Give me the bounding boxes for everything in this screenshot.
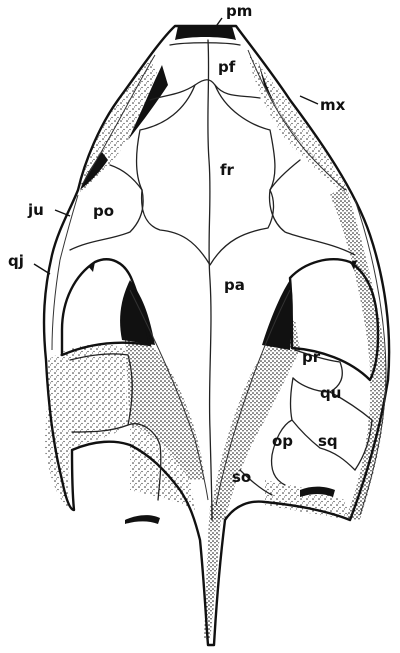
- label-pr: pr: [302, 348, 321, 366]
- right-fossa-dark: [262, 280, 293, 350]
- label-qj: qj: [8, 252, 24, 270]
- leader-lines: [34, 18, 318, 274]
- label-qu: qu: [320, 384, 341, 402]
- left-posterior-dark: [125, 515, 160, 524]
- label-op: op: [272, 432, 293, 450]
- label-po: po: [93, 202, 114, 220]
- right-maxilla-stipple: [250, 55, 352, 200]
- label-so: so: [232, 468, 251, 486]
- label-pf: pf: [218, 58, 236, 76]
- right-opisthotic-suture: [272, 420, 292, 485]
- premaxilla-dark: [175, 26, 236, 40]
- label-pm: pm: [226, 2, 252, 20]
- left-quadratojugal-line: [52, 260, 60, 350]
- stippled-regions: [45, 55, 386, 640]
- midline-suture: [208, 40, 212, 520]
- label-pa: pa: [224, 276, 245, 294]
- qj-leader: [34, 264, 50, 274]
- label-fr: fr: [220, 161, 235, 179]
- mx-leader: [300, 96, 318, 104]
- fronto-parietal-suture: [142, 190, 274, 265]
- left-quadrate-stipple: [45, 344, 128, 510]
- right-lower-stipple: [265, 480, 350, 520]
- label-sq: sq: [318, 432, 338, 450]
- label-ju: ju: [27, 201, 44, 219]
- left-fossa-dark: [120, 280, 155, 345]
- label-mx: mx: [320, 96, 346, 114]
- premaxilla-suture: [170, 43, 240, 45]
